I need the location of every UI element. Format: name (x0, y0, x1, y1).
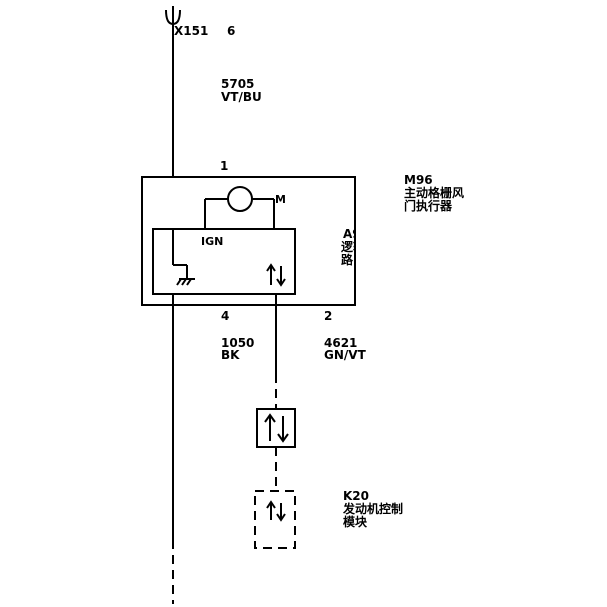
inline-bidirectional-arrows-icon (264, 413, 289, 443)
ecm-name-line1: 发动机控制 (342, 501, 403, 516)
pin-ground-label: 4 (221, 309, 229, 323)
actuator-id: M96 (404, 173, 433, 187)
ecm-bidirectional-arrows-icon (266, 500, 286, 522)
connector-pin: 6 (227, 24, 235, 38)
connector-x151-symbol (165, 6, 181, 26)
inner-module-name-line2: 路 (341, 252, 354, 267)
wire-signal-circuit: 4621 (324, 336, 357, 350)
ecm-name-line2: 模块 (343, 514, 368, 529)
wire-top-circuit: 5705 (221, 77, 254, 91)
pin-top-label: 1 (220, 159, 228, 173)
motor-symbol (204, 186, 275, 229)
actuator-name-line1: 主动格栅风 (404, 185, 464, 200)
wire-ground-circuit: 1050 (221, 336, 254, 350)
connector-id: X151 (174, 24, 208, 38)
ecm-id: K20 (343, 489, 369, 503)
actuator-name-line2: 门执行器 (404, 198, 453, 213)
wire-top-color: VT/BU (221, 90, 262, 104)
ecm-box (254, 490, 296, 549)
wire-ground-color: BK (221, 348, 240, 362)
bidirectional-arrows-icon (266, 263, 286, 287)
inner-module-box (152, 228, 296, 295)
motor-label: M (275, 193, 286, 206)
ground-icon (173, 264, 195, 286)
inline-connector-box (256, 408, 296, 448)
ign-label: IGN (201, 235, 223, 248)
pin-signal-label: 2 (324, 309, 332, 323)
wire-signal-color: GN/VT (324, 348, 367, 362)
